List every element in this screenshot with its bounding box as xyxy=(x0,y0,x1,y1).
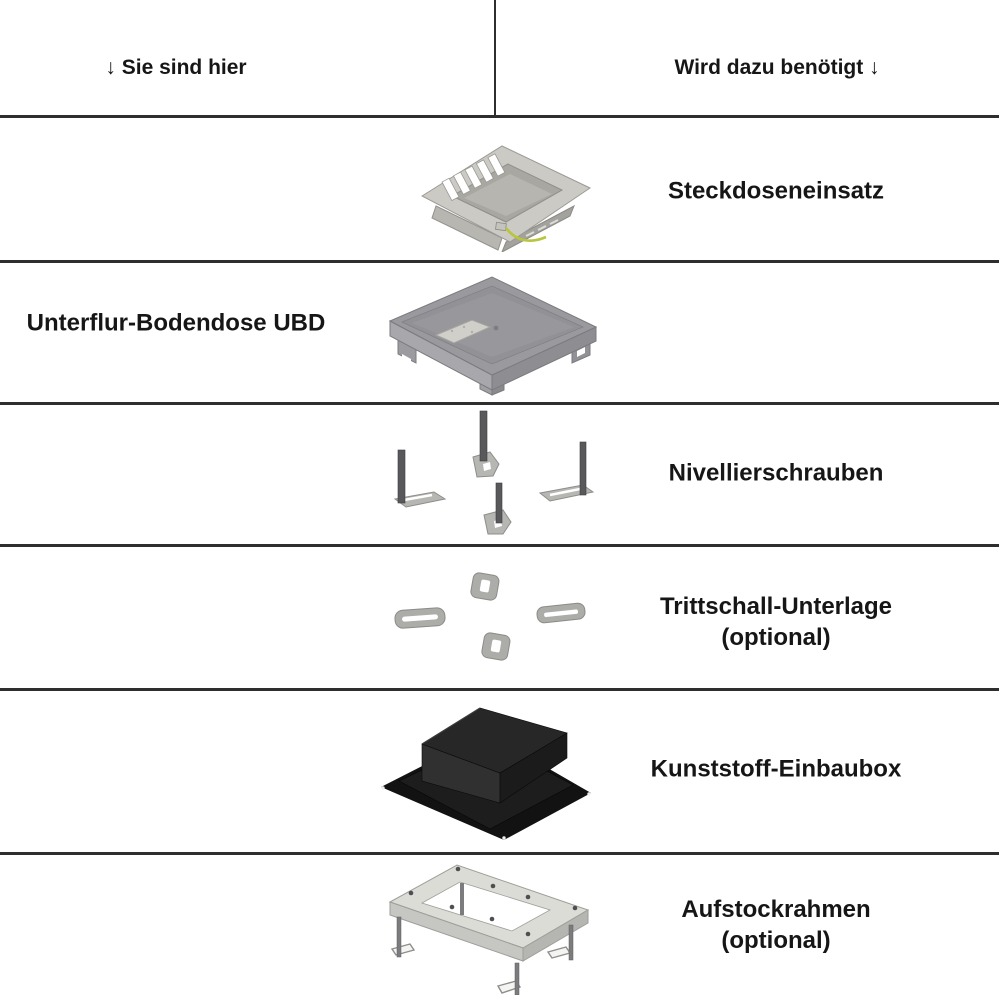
header-divider xyxy=(494,0,496,115)
part-label-text: Trittschall-Unterlage xyxy=(659,593,893,620)
part-label-trittschall-unterlage: Trittschall-Unterlage (optional) xyxy=(600,591,952,653)
steckdoseneinsatz-image xyxy=(412,138,594,252)
leveling-screws-icon xyxy=(393,410,595,535)
row-kunststoff-einbaubox: Kunststoff-Einbaubox xyxy=(0,691,999,855)
row-unterflur-bodendose: Unterflur-Bodendose UBD xyxy=(0,263,999,405)
row-nivellierschrauben: Nivellierschrauben xyxy=(0,405,999,547)
socket-insert-icon xyxy=(420,145,592,252)
part-label-steckdoseneinsatz: Steckdoseneinsatz xyxy=(600,176,952,207)
nivellierschrauben-image xyxy=(390,409,595,541)
sound-insulation-pads-icon xyxy=(394,572,586,661)
part-label-text: Unterflur-Bodendose UBD xyxy=(26,309,326,337)
part-label-unterflur-bodendose: Unterflur-Bodendose UBD xyxy=(0,308,352,339)
part-label-text: Aufstockrahmen xyxy=(681,896,871,923)
part-label-text-line2: (optional) xyxy=(721,624,831,651)
part-label-text: Nivellierschrauben xyxy=(668,459,884,487)
part-label-text: Steckdoseneinsatz xyxy=(667,177,885,205)
aufstockrahmen-image xyxy=(384,857,618,995)
row-aufstockrahmen: Aufstockrahmen (optional) xyxy=(0,855,999,1000)
raising-frame-icon xyxy=(388,864,590,995)
unterflur-bodendose-image xyxy=(384,275,602,401)
part-label-kunststoff-einbaubox: Kunststoff-Einbaubox xyxy=(600,754,952,785)
trittschall-unterlage-image xyxy=(393,571,591,663)
header-right-label: Wird dazu benötigt ↓ xyxy=(674,56,880,79)
row-steckdoseneinsatz: Steckdoseneinsatz xyxy=(0,118,999,263)
part-label-aufstockrahmen: Aufstockrahmen (optional) xyxy=(600,894,952,956)
floor-box-icon xyxy=(388,276,598,396)
header-row: ↓ Sie sind hier Wird dazu benötigt ↓ xyxy=(0,0,999,118)
part-label-nivellierschrauben: Nivellierschrauben xyxy=(600,458,952,489)
row-trittschall-unterlage: Trittschall-Unterlage (optional) xyxy=(0,547,999,691)
part-label-text-line2: (optional) xyxy=(721,927,831,954)
part-label-text: Kunststoff-Einbaubox xyxy=(650,755,902,783)
header-left-label: ↓ Sie sind hier xyxy=(105,56,247,79)
plastic-install-box-icon xyxy=(381,707,591,840)
kunststoff-einbaubox-image xyxy=(377,699,595,841)
